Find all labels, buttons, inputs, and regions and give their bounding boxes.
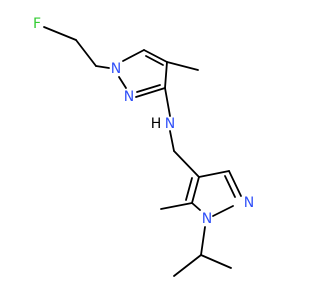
atom-h-amine: H bbox=[151, 116, 162, 132]
atom-f: F bbox=[33, 16, 41, 32]
bond-c5b-c4b-double bbox=[185, 177, 193, 201]
bond-c3-n2 bbox=[135, 87, 166, 98]
molecule-structure: F N N N H N N bbox=[33, 16, 254, 277]
bond-ch2-c4b bbox=[173, 150, 200, 178]
bond-c5b-c4b bbox=[191, 176, 200, 204]
atom-n1-lower: N bbox=[202, 211, 212, 227]
bond-c4-c3 bbox=[164, 61, 168, 89]
bond-n2b-n1b bbox=[212, 205, 234, 217]
bond-c5-c4-double bbox=[145, 55, 164, 66]
bond-c5b-methyl bbox=[160, 202, 193, 210]
bond-c3-n2-double bbox=[136, 84, 161, 93]
bond-c5-c4 bbox=[143, 49, 168, 63]
bond-c4-methyl bbox=[166, 61, 199, 71]
bond-nh-ch2 bbox=[169, 130, 175, 152]
bond-n1b-c5b bbox=[191, 202, 201, 211]
atom-n1-upper: N bbox=[111, 61, 121, 77]
bond-c3b-n2b bbox=[228, 170, 242, 197]
atom-n2-upper: N bbox=[124, 89, 134, 105]
bond-c3b-n2b-double bbox=[224, 175, 236, 198]
bond-n1-c5 bbox=[122, 49, 145, 62]
bond-c4b-c3b bbox=[198, 170, 230, 178]
molecule-canvas: F N N N H N N bbox=[33, 16, 254, 277]
bond-ch-me2 bbox=[200, 254, 232, 269]
bond-n2-n1 bbox=[118, 76, 127, 89]
bond-ch2-n1 bbox=[95, 65, 110, 69]
bond-n1b-ch bbox=[200, 226, 206, 256]
bond-ch2-ch2 bbox=[75, 39, 97, 67]
atom-n2-lower: N bbox=[244, 195, 254, 211]
atom-n-amine: N bbox=[165, 116, 175, 132]
bond-c3-nh bbox=[164, 87, 171, 117]
bond-f-ch2 bbox=[43, 26, 77, 41]
bond-ch-me1 bbox=[173, 254, 202, 277]
